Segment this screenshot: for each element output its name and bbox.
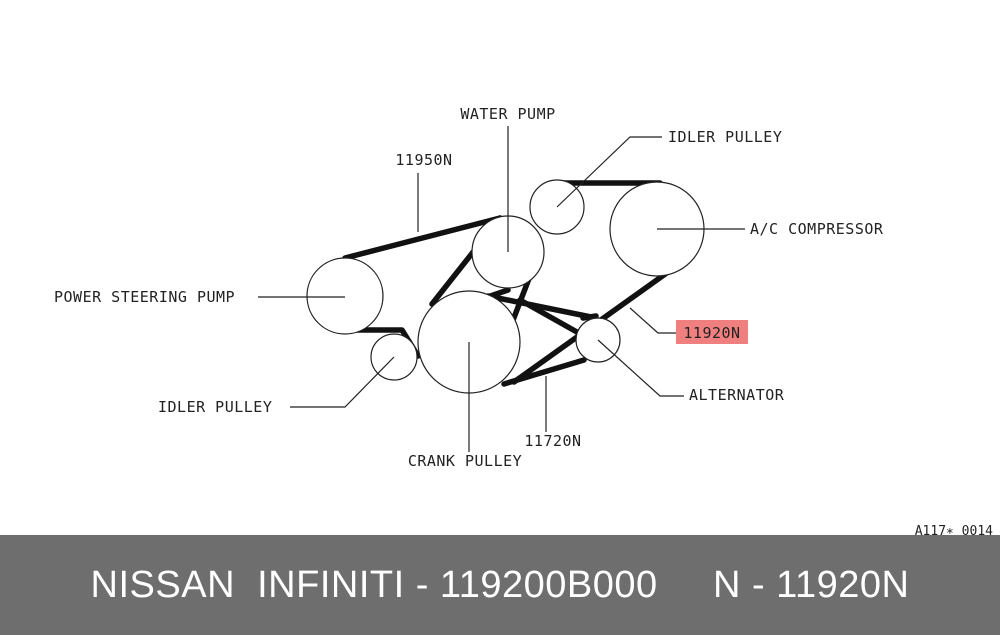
highlight-11920n: [676, 320, 748, 344]
label-crank-pulley: CRANK PULLEY: [408, 452, 522, 470]
label-power-steering-pump: POWER STEERING PUMP: [54, 288, 235, 306]
label-ac-compressor: A/C COMPRESSOR: [750, 220, 884, 238]
label-idler-pulley-top: IDLER PULLEY: [668, 128, 782, 146]
belt-routing-diagram: WATER PUMP IDLER PULLEY A/C COMPRESSOR P…: [54, 105, 993, 535]
footer-bar: NISSAN INFINITI - 119200B000 N - 11920N: [0, 535, 1000, 635]
leader-lines: [258, 126, 745, 452]
power-steering-pump-pulley: [306, 257, 384, 335]
label-water-pump: WATER PUMP: [460, 105, 555, 123]
label-belt-11720n: 11720N: [524, 432, 581, 450]
footer-part-info: NISSAN INFINITI - 119200B000 N - 11920N: [90, 563, 910, 606]
belt-11720n: [501, 297, 599, 387]
label-belt-11920n: 11920N: [683, 324, 740, 342]
reference-code: A117∗ 0014: [915, 524, 993, 535]
label-belt-11950n: 11950N: [395, 151, 452, 169]
label-alternator: ALTERNATOR: [689, 386, 785, 404]
label-idler-pulley-bottom: IDLER PULLEY: [158, 398, 272, 416]
